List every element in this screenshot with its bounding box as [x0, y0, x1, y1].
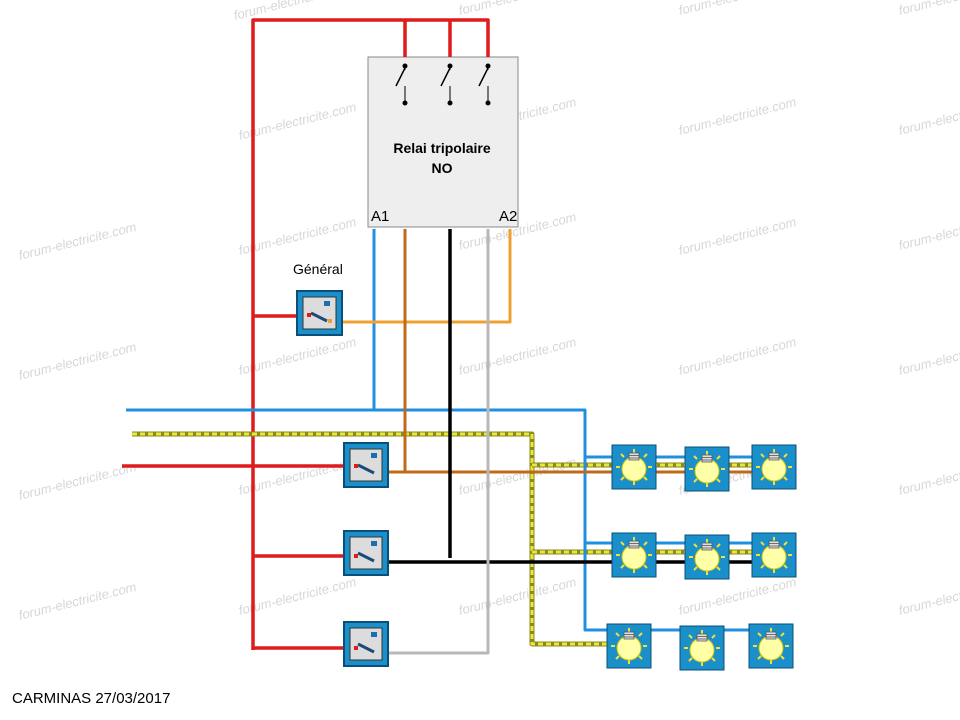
switches: Général — [293, 261, 389, 667]
watermark: forum-electricite.com — [17, 339, 138, 383]
watermark: forum-electricite.com — [897, 94, 960, 138]
watermark: forum-electricite.com — [17, 579, 138, 623]
watermark: forum-electricite.com — [897, 574, 960, 618]
command-wire — [330, 229, 512, 324]
lamp-icon — [751, 444, 797, 490]
watermark: forum-electricite.com — [677, 574, 798, 618]
relay-terminal-a1: A1 — [371, 208, 389, 225]
phase-wire — [122, 18, 490, 650]
author-date-caption: CARMINAS 27/03/2017 — [12, 690, 171, 707]
lamps — [606, 444, 797, 671]
switch-3[interactable] — [343, 621, 389, 667]
watermark: forum-electricite.com — [897, 209, 960, 253]
watermark: forum-electricite.com — [457, 574, 578, 618]
lamp-icon — [611, 444, 657, 490]
switch-2[interactable] — [343, 530, 389, 576]
watermark: forum-electricite.com — [897, 454, 960, 498]
relay-terminal-a2: A2 — [499, 208, 517, 225]
general-switch[interactable] — [296, 290, 343, 336]
watermark: forum-electricite.com — [677, 214, 798, 258]
lamp-icon — [751, 532, 797, 578]
lamp-icon — [606, 623, 652, 669]
watermark: forum-electricite.com — [17, 459, 138, 503]
watermark: forum-electricite.com — [457, 0, 578, 18]
lamp-icon — [679, 625, 725, 671]
watermark: forum-electricite.com — [237, 574, 358, 618]
watermark: forum-electricite.com — [457, 334, 578, 378]
watermark: forum-electricite.com — [457, 454, 578, 498]
lamp-icon — [684, 446, 730, 492]
watermark: forum-electricite.com — [897, 334, 960, 378]
watermark: forum-electricite.com — [237, 99, 358, 143]
watermark: forum-electricite.com — [237, 454, 358, 498]
lamp-icon — [684, 534, 730, 580]
relay-title: Relai tripolaire — [393, 140, 490, 156]
earth-wire — [132, 431, 790, 647]
watermark: forum-electricite.com — [17, 219, 138, 263]
watermark: forum-electricite.com — [237, 214, 358, 258]
watermark: forum-electricite.com — [677, 94, 798, 138]
relay-box: Relai tripolaire NO A1 A2 — [367, 56, 519, 228]
lamp-icon — [748, 623, 794, 669]
general-switch-label: Général — [293, 261, 343, 277]
lamp-icon — [611, 532, 657, 578]
watermark: forum-electricite.com — [677, 334, 798, 378]
watermark: forum-electricite.com — [237, 334, 358, 378]
watermark: forum-electricite.com — [897, 0, 960, 18]
relay-contact-icon — [395, 63, 491, 106]
relay-subtitle: NO — [432, 160, 453, 176]
switch-1[interactable] — [343, 442, 389, 488]
watermark: forum-electricite.com — [677, 0, 798, 18]
lamp-line-3-wire — [380, 229, 490, 655]
